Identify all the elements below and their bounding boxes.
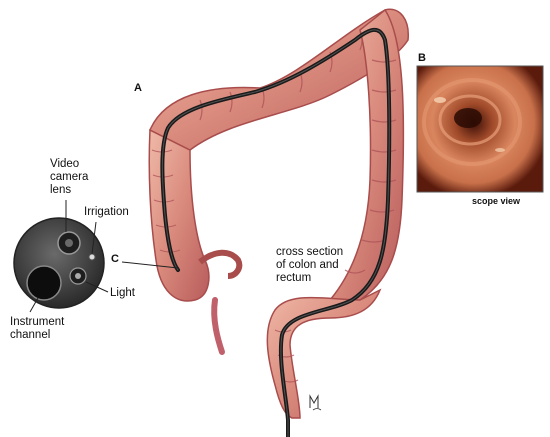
label-instrument-channel: Instrument channel [10,316,64,342]
artist-signature [310,396,321,410]
label-irrigation: Irrigation [84,206,129,219]
panel-label-a: A [134,82,142,94]
irrigation-port [89,254,95,260]
instrument-channel-opening [27,266,61,300]
label-light: Light [110,287,135,300]
label-video-camera-lens: Video camera lens [50,158,88,197]
label-cross-section: cross section of colon and rectum [276,246,343,285]
scope-view-caption: scope view [472,196,520,206]
panel-label-c: C [111,253,119,265]
colon-body [149,9,408,418]
scope-view-image [417,66,543,192]
panel-label-b: B [418,52,426,64]
